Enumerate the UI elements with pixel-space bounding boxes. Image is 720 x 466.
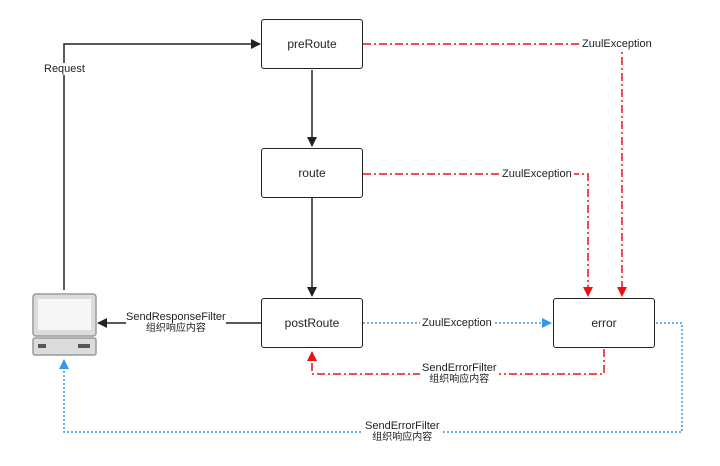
node-route: route [261, 148, 363, 198]
node-error-label: error [591, 316, 617, 330]
preroute-exception-arrow [363, 43, 627, 297]
zuul-exception-label-preroute: ZuulException [580, 38, 654, 50]
send-error-filter-label-client: SendErrorFilter 组织响应内容 [363, 420, 442, 444]
node-preroute-label: preRoute [287, 37, 337, 51]
error-to-client-arrow [59, 322, 683, 433]
send-error-filter-sub-2: 组织响应内容 [372, 432, 433, 443]
send-error-filter-sub-1: 组织响应内容 [429, 374, 490, 385]
send-error-filter-title-1: SendErrorFilter [422, 362, 497, 374]
zuul-exception-label-route: ZuulException [500, 168, 574, 180]
send-response-filter-sub: 组织响应内容 [145, 323, 206, 334]
node-route-label: route [298, 166, 326, 180]
send-error-filter-title-2: SendErrorFilter [365, 420, 440, 432]
zuul-exception-label-postroute: ZuulException [420, 317, 494, 329]
send-response-filter-title: SendResponseFilter [126, 311, 226, 323]
node-postroute-label: postRoute [284, 316, 340, 330]
request-label: Request [44, 63, 85, 75]
send-response-filter-label: SendResponseFilter 组织响应内容 [126, 311, 226, 335]
request-arrow [63, 39, 261, 290]
send-error-filter-label-postroute: SendErrorFilter 组织响应内容 [420, 362, 499, 386]
computer-icon [32, 293, 97, 356]
node-preroute: preRoute [261, 19, 363, 69]
node-postroute: postRoute [261, 298, 363, 348]
node-error: error [553, 298, 655, 348]
route-exception-arrow [363, 173, 593, 297]
